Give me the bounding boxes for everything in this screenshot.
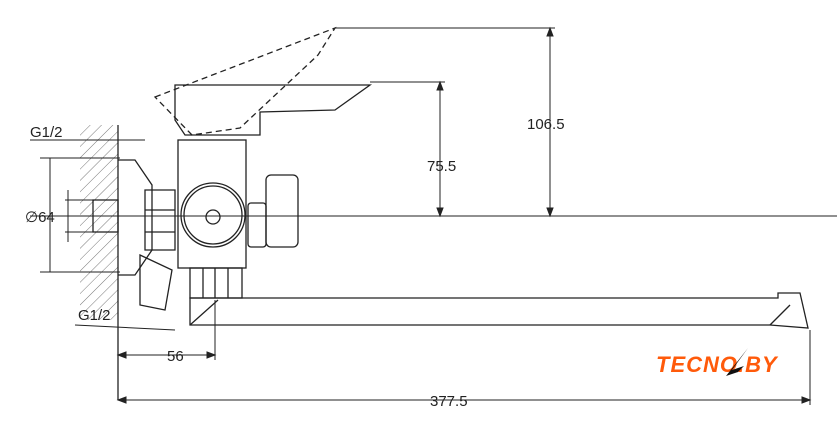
- dim-flange-diameter: ∅64: [25, 209, 55, 226]
- wall: [80, 125, 119, 400]
- dim-inlet-thread-top: G1/2: [30, 124, 63, 141]
- dim-height-total: 106.5: [527, 116, 565, 133]
- dimension-lines: [30, 26, 837, 405]
- dim-total-length: 377.5: [430, 393, 468, 410]
- lever: [153, 26, 373, 136]
- logo-text: TECNO.BY: [656, 352, 779, 377]
- lightning-icon: [718, 348, 748, 392]
- tecno-logo: TECNO.BY: [656, 348, 779, 392]
- dim-wall-to-axis: 56: [167, 348, 184, 365]
- spout: [189, 292, 809, 329]
- dim-height-body: 75.5: [427, 158, 456, 175]
- dim-inlet-thread-bottom: G1/2: [78, 307, 111, 324]
- faucet-body: [92, 139, 299, 311]
